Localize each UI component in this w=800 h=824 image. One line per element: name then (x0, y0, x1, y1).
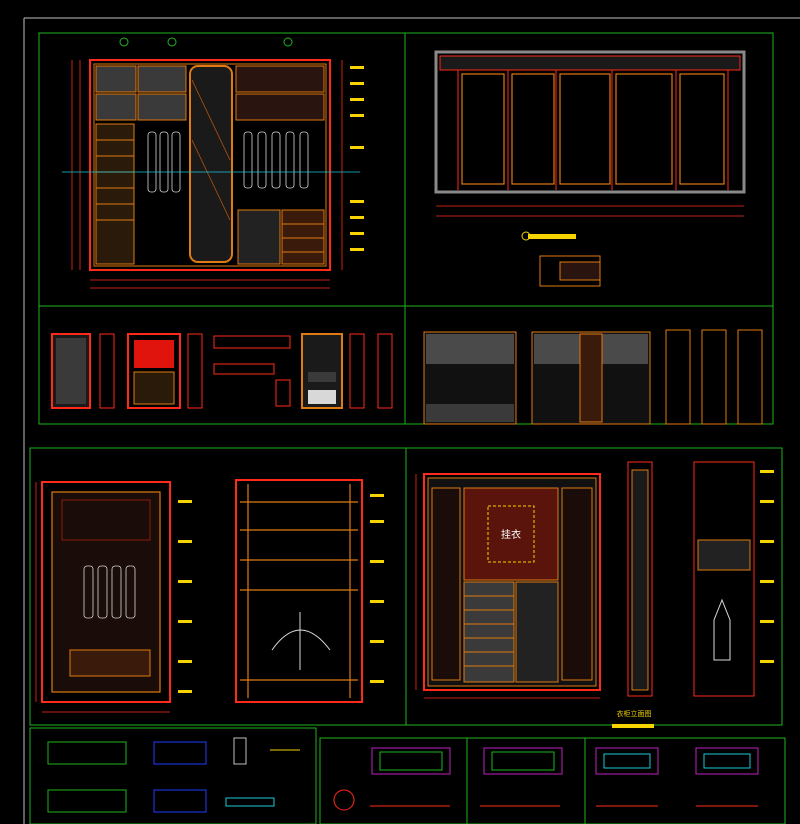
wardrobe-elevation-b (35, 479, 384, 713)
right-drawers (281, 209, 325, 265)
wardrobe-section-a (434, 50, 746, 287)
upper-panel-3 (95, 93, 137, 121)
hanging-area-label: 挂衣 (501, 528, 521, 541)
annotations-a (350, 66, 364, 251)
panel-footer-left (29, 727, 317, 824)
hanging-clothes-right (243, 131, 309, 189)
upper-panel-2 (137, 65, 187, 93)
dimension-lines-a (62, 60, 360, 289)
mirror-door (189, 65, 233, 263)
detail-strip-b (423, 329, 763, 425)
section-title-bar (528, 234, 576, 239)
panel-bottom-right (405, 447, 783, 726)
bottom-caption: 衣柜立面图 (617, 709, 652, 718)
cabinet-outline (89, 59, 331, 271)
upper-panel-6 (235, 93, 325, 121)
upper-panel-5 (235, 65, 325, 93)
cabinet-inner-outline (93, 63, 327, 267)
upper-panel-1 (95, 65, 137, 93)
detail-strip-a (51, 333, 393, 409)
cabinet-details-2 (595, 747, 759, 807)
thumbnail-sheet (47, 737, 300, 813)
upper-panel-4 (137, 93, 187, 121)
ceiling-beam (439, 55, 741, 71)
section-title-marker (521, 231, 531, 241)
hanging-clothes-left (147, 131, 181, 193)
wardrobe-elevation-a (62, 37, 364, 289)
section-verticals (457, 70, 729, 190)
left-drawers (95, 123, 135, 265)
mirror-hatch-2 (191, 139, 231, 221)
section-door-panels (461, 73, 725, 185)
grid-markers-a (119, 37, 293, 47)
mirror-hatch-1 (191, 79, 231, 161)
cabinet-details-1 (333, 747, 563, 811)
shoe-rack (237, 209, 281, 265)
wardrobe-elevation-c: 挂衣 衣柜立面图 (415, 461, 774, 728)
panel-footer-right (584, 737, 786, 824)
section-detail (539, 255, 601, 287)
wall-outline (434, 50, 746, 194)
